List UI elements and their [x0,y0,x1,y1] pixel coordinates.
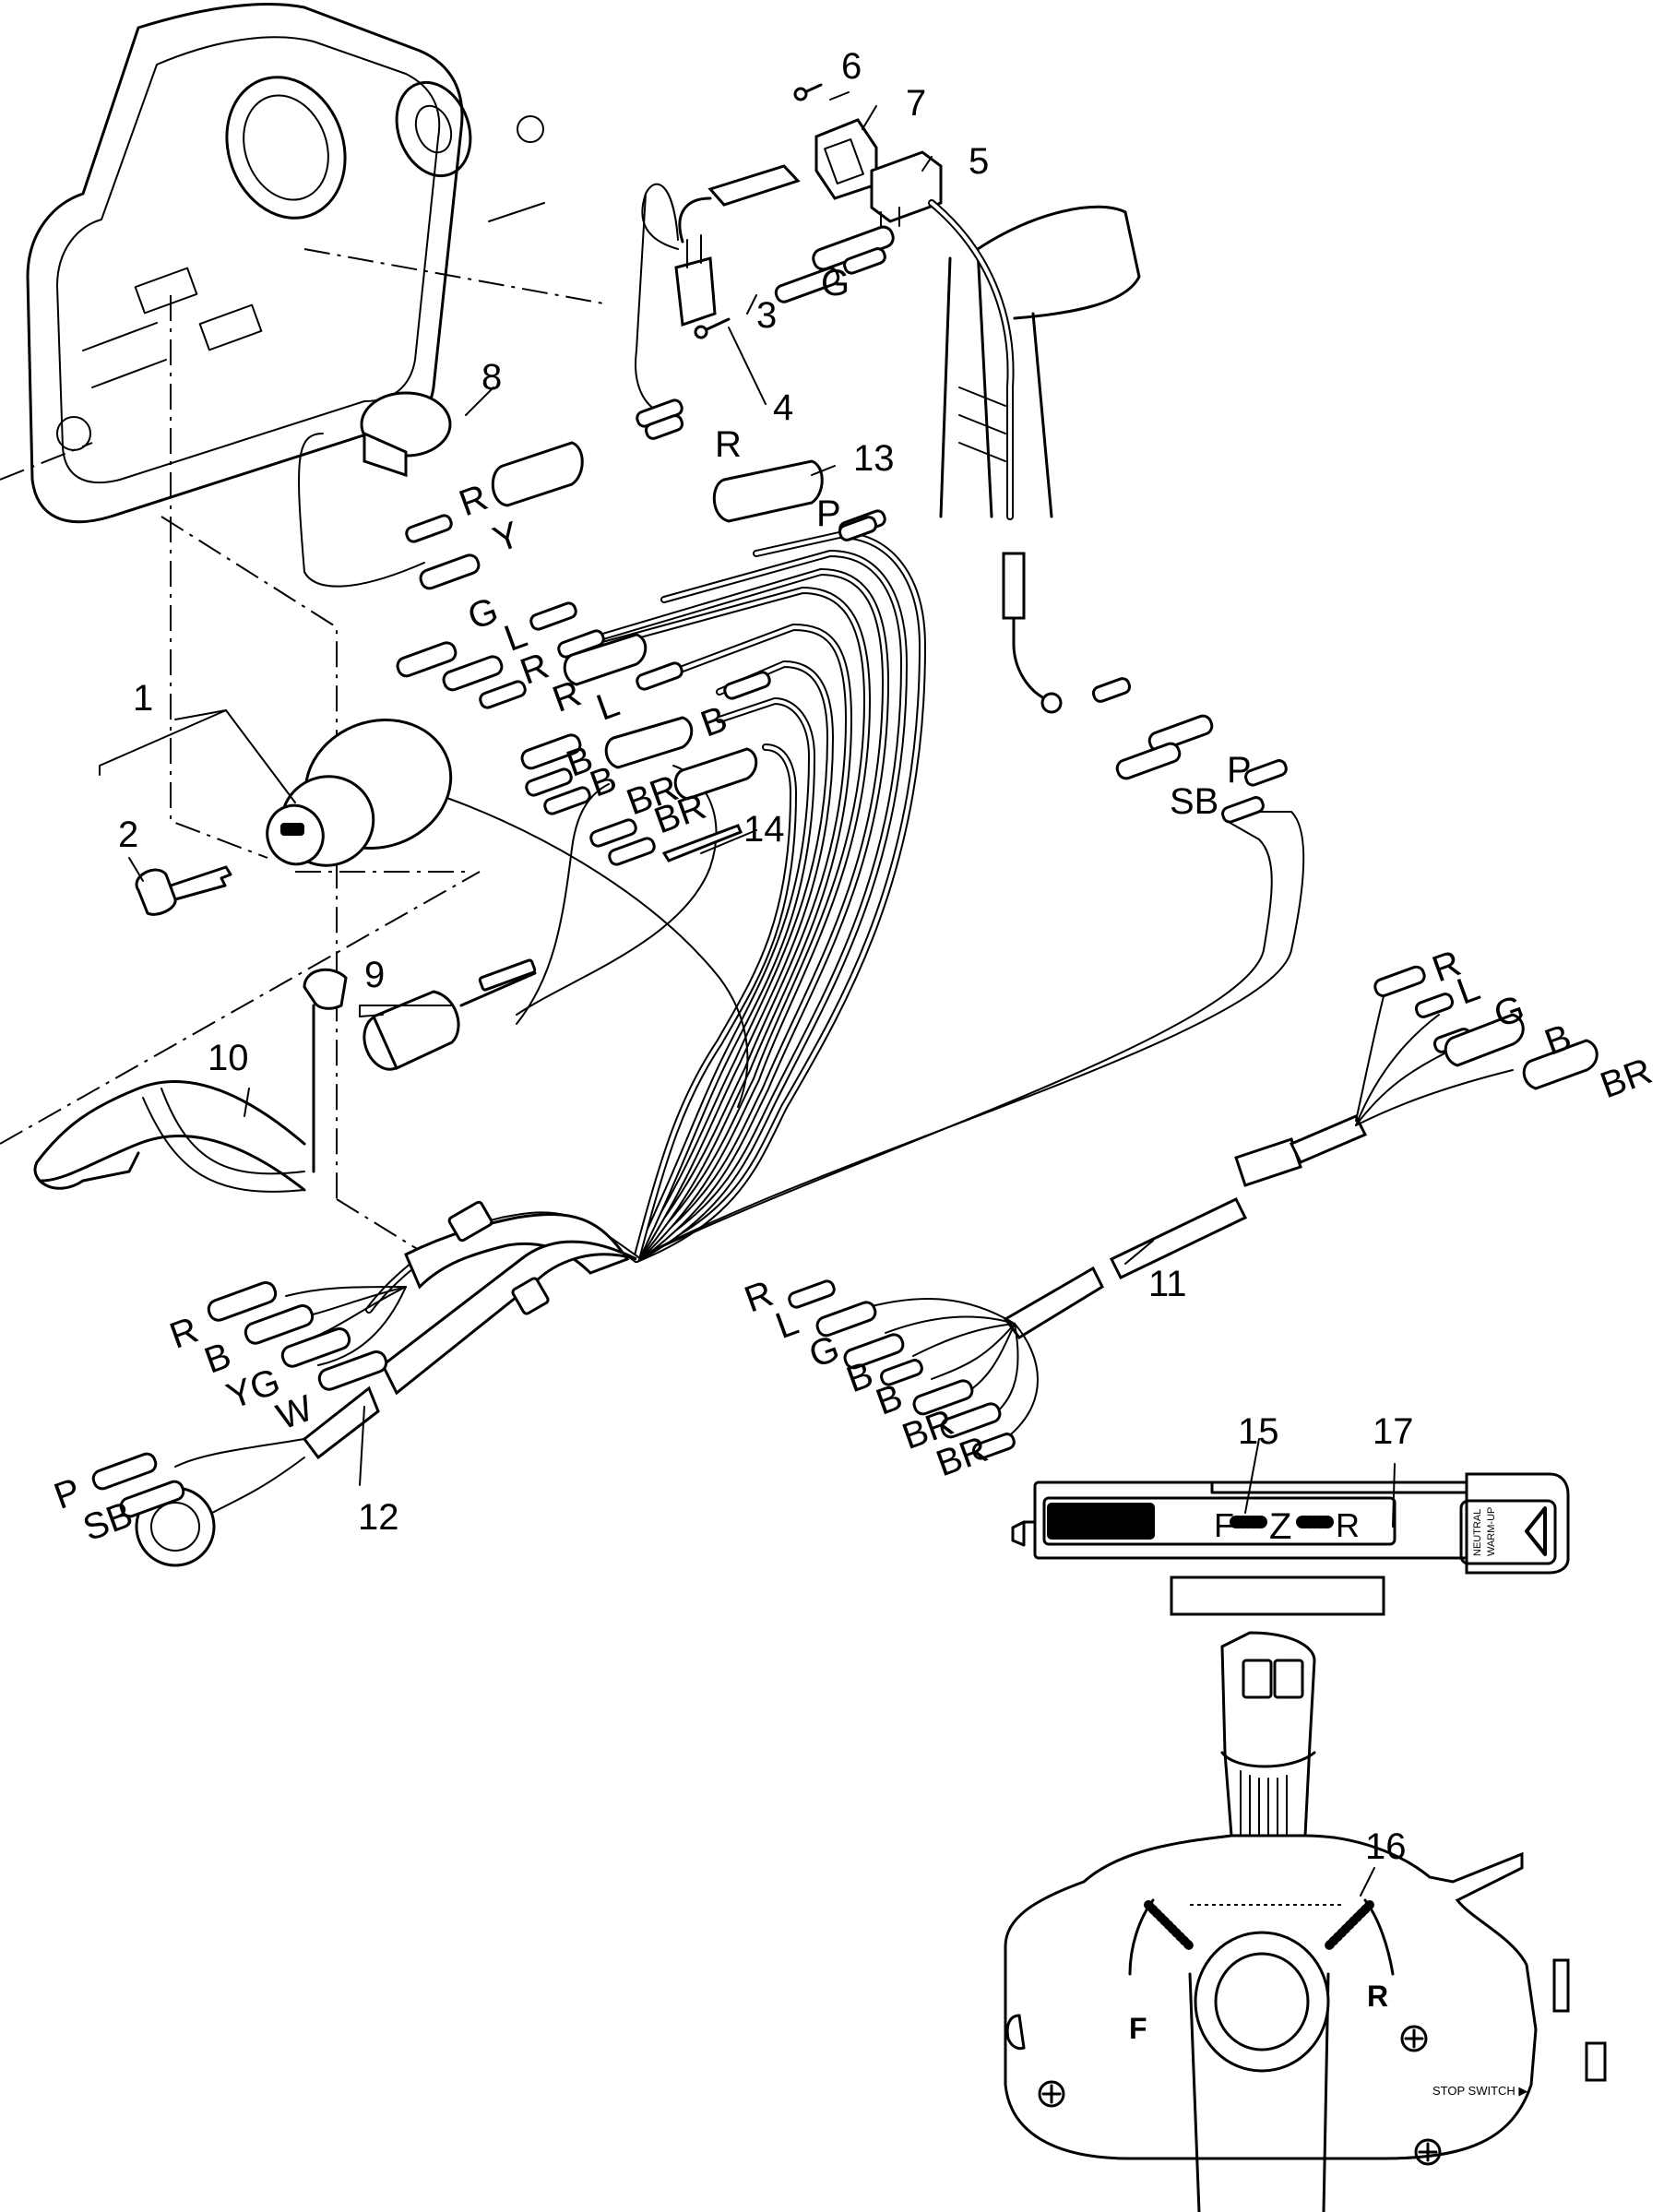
part-8-buzzer [298,391,452,588]
reverse-mark: R [1367,1980,1388,2013]
warmup-text: WARM-UP [1486,1507,1497,1556]
switch-cable [928,199,1063,714]
part-4-screw [694,317,731,339]
harness-12 [91,1200,640,1567]
part-6-screw [793,83,823,101]
throttle-handle-top [939,205,1141,518]
wire-label: B [695,698,732,744]
part-7-bracket [814,118,878,200]
callout-9: 9 [364,955,385,995]
wire-label: BR [1595,1051,1657,1106]
screw-icon [1400,2025,1428,2052]
wire-label: P [1227,750,1252,791]
callout-2: 2 [118,815,138,855]
wire-label: P [816,494,841,534]
callout-14: 14 [743,809,785,850]
part-number-callouts: 1 2 3 4 5 6 7 8 9 10 11 12 13 14 15 17 1… [118,46,1414,1867]
wire-label: L [1452,968,1485,1013]
callout-3: 3 [756,295,777,336]
part-17-neutral-warmup-button: NEUTRAL WARM-UP [1459,1472,1570,1575]
screw-icon [1414,2138,1442,2166]
wire-label: G [463,589,504,637]
callout-5: 5 [969,141,989,182]
wire-connectors [396,225,1288,866]
forward-mark: F [1129,2012,1147,2045]
callout-8: 8 [481,357,502,398]
callout-13: 13 [853,438,895,479]
callout-6: 6 [841,46,862,87]
callout-4: 4 [773,387,793,428]
triangle-icon [1525,1506,1547,1556]
callout-16: 16 [1365,1826,1407,1867]
neutral-text: NEUTRAL [1472,1509,1483,1556]
shift-label-r: R [1336,1506,1360,1544]
callout-7: 7 [906,83,926,124]
callout-10: 10 [208,1038,249,1078]
wire-label: L [770,1302,803,1347]
wire-label: L [591,684,624,729]
part-16-control-lever: F R STOP SWITCH ▶ [1004,1631,1607,2212]
callout-12: 12 [358,1497,399,1538]
part-1-main-switch [266,718,453,867]
shift-position-scale: F Z R [1214,1506,1360,1547]
part-9-stop-switch [363,958,537,1071]
part-5-switch [870,150,943,230]
wire-label: R [715,424,742,465]
wire-label: Y [488,514,525,560]
assembly-guide-lines [0,248,610,1260]
stop-switch-label: STOP SWITCH ▶ [1432,2084,1527,2098]
shift-label-n: Z [1269,1506,1291,1547]
callout-16-17: 17 [1373,1411,1414,1452]
part-13-grommet [712,459,824,523]
part-10-lanyard [33,968,348,1193]
wire-label: G [821,263,850,303]
leader-lines [99,91,1396,1897]
wire-label: G [804,1327,845,1375]
callout-15: 15 [1238,1411,1279,1452]
screw-icon [1038,2080,1065,2108]
wire-label: B [871,1376,908,1422]
callout-11: 11 [1148,1264,1187,1304]
callout-1: 1 [133,678,153,719]
buzzer-grommet [491,441,584,507]
control-box-housing [26,2,545,524]
part-14-cable-tie [661,824,743,862]
part-2-key [135,865,232,916]
wire-label: R [164,1310,203,1357]
harness-wires [433,531,1305,1263]
wire-label: B [199,1335,236,1381]
part-3-neutral-switch [674,164,801,327]
wire-label: SB [1170,781,1218,822]
wire-label: R [454,477,493,524]
part-15-indicator-panel: F Z R [1011,1481,1567,1616]
harness-11 [788,965,1599,1460]
shift-label-f: F [1214,1506,1234,1544]
